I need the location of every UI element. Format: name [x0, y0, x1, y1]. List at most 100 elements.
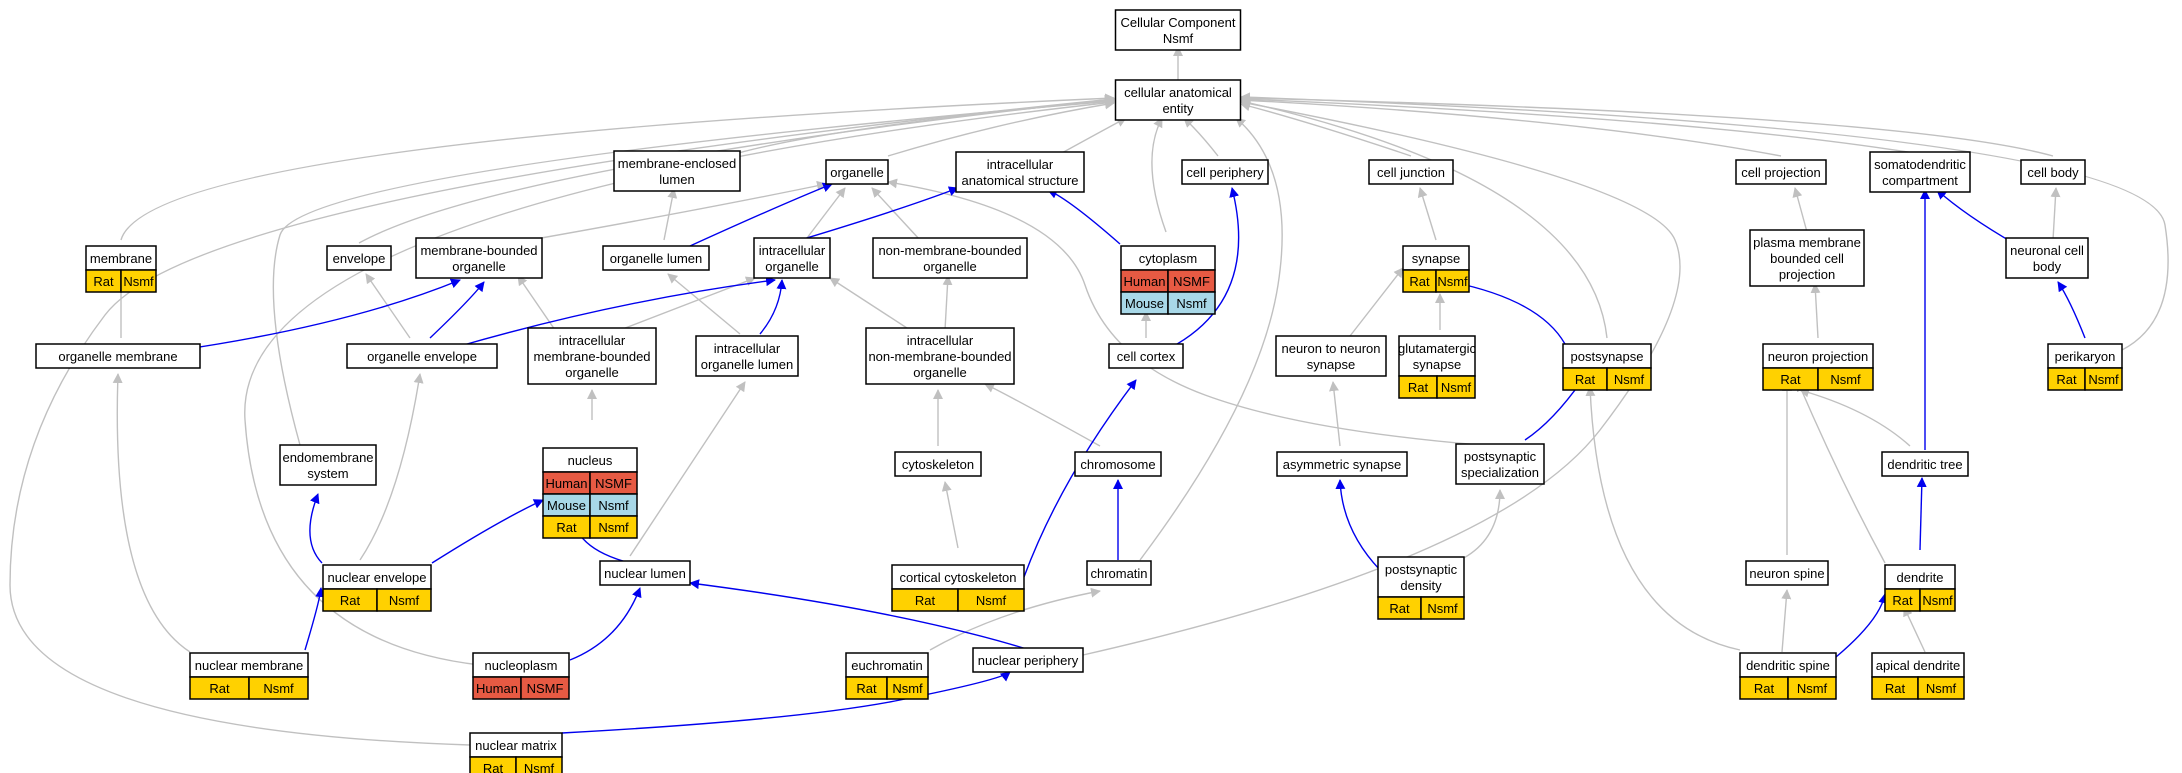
edge-partof-nucmatrix-to-nucperiph: [561, 671, 1011, 734]
node-label-line: nuclear periphery: [978, 653, 1079, 668]
annotation-label: Nsmf: [1614, 372, 1645, 387]
node-label-line: apical dendrite: [1876, 658, 1961, 673]
node-box: [1377, 556, 1465, 598]
go-term-node-nuclumen[interactable]: nuclear lumen: [599, 560, 691, 586]
edge-isa-apical-to-dendrite: [1903, 606, 1926, 653]
node-box: [753, 237, 831, 279]
go-term-node-orgenv[interactable]: organelle envelope: [346, 343, 498, 369]
node-label-line: neuronal cell: [2010, 243, 2084, 258]
node-box: [1871, 652, 1965, 678]
annotation-cell-rat: [1787, 676, 1837, 700]
node-label-line: system: [307, 466, 348, 481]
go-term-node-chromosome[interactable]: chromosome: [1074, 451, 1162, 477]
go-term-node-organelle[interactable]: organelle: [825, 159, 889, 185]
annotation-cell-rat: [957, 588, 1025, 612]
node-label-line: asymmetric synapse: [1283, 457, 1401, 472]
node-label-line: glutamatergic: [1398, 341, 1477, 356]
go-term-node-cellcortex[interactable]: cell cortex: [1108, 343, 1184, 369]
node-label-line: intracellular: [714, 341, 781, 356]
edge-isa-n2n-to-synapse: [1349, 267, 1404, 337]
node-box: [1086, 560, 1152, 586]
annotation-label: Nsmf: [976, 593, 1007, 608]
go-term-node-orgmem[interactable]: organelle membrane: [35, 343, 201, 369]
go-term-node-nucperiph[interactable]: nuclear periphery: [972, 647, 1084, 673]
go-term-node-chromatin[interactable]: chromatin: [1086, 560, 1152, 586]
go-term-node-inmbo[interactable]: intracellularnon-membrane-boundedorganel…: [865, 327, 1015, 385]
node-label-line: somatodendritic: [1874, 157, 1966, 172]
go-term-node-envelope[interactable]: envelope: [326, 245, 392, 271]
go-term-node-orglumen[interactable]: organelle lumen: [602, 245, 710, 271]
node-box: [1074, 451, 1162, 477]
node-box: [825, 159, 889, 185]
node-label-line: perikaryon: [2055, 349, 2116, 364]
node-box: [972, 647, 1084, 673]
edge-isa-cellprojection-to-cae: [1240, 95, 1782, 157]
node-box: [527, 327, 657, 385]
go-term-node-cellbody[interactable]: cell body: [2020, 159, 2086, 185]
edge-isa-ncb-to-cellbody: [2050, 187, 2061, 241]
go-term-node-celljunction[interactable]: cell junction: [1368, 159, 1454, 185]
node-box: [85, 245, 157, 271]
annotation-label: Nsmf: [524, 761, 555, 773]
node-box: [1120, 245, 1216, 271]
edge-isa-imbo-to-intorg: [619, 276, 756, 331]
annotation-cell-rat: [1919, 588, 1956, 612]
annotation-label: Mouse: [547, 498, 586, 513]
go-term-node-cytoskeleton[interactable]: cytoskeleton: [894, 451, 982, 477]
edge-isa-iol-to-orglumen: [667, 273, 741, 335]
node-label-line: cell junction: [1377, 165, 1445, 180]
node-box: [35, 343, 201, 369]
go-term-node-neuronspine[interactable]: neuron spine: [1745, 560, 1829, 586]
edge-layer: [9, 46, 2169, 746]
go-term-node-dtree[interactable]: dendritic tree: [1881, 451, 1969, 477]
edge-isa-neuronproj-to-pmbcp: [1810, 283, 1821, 339]
edge-isa-euchromatin-to-chromatin: [929, 587, 1101, 651]
go-term-node-asymsyn[interactable]: asymmetric synapse: [1276, 451, 1408, 477]
go-term-node-cellprojection[interactable]: cell projection: [1735, 159, 1827, 185]
annotation-label: Rat: [1892, 593, 1913, 608]
node-box: [1402, 245, 1470, 271]
node-label-line: chromatin: [1090, 566, 1147, 581]
go-term-node-cellperiphery[interactable]: cell periphery: [1181, 159, 1269, 185]
node-box: [1455, 443, 1545, 485]
node-label-line: neuron projection: [1768, 349, 1868, 364]
node-box: [279, 444, 377, 486]
node-label-line: projection: [1779, 267, 1835, 282]
node-label-line: endomembrane: [282, 450, 373, 465]
node-box: [1114, 9, 1242, 51]
node-box: [326, 245, 392, 271]
